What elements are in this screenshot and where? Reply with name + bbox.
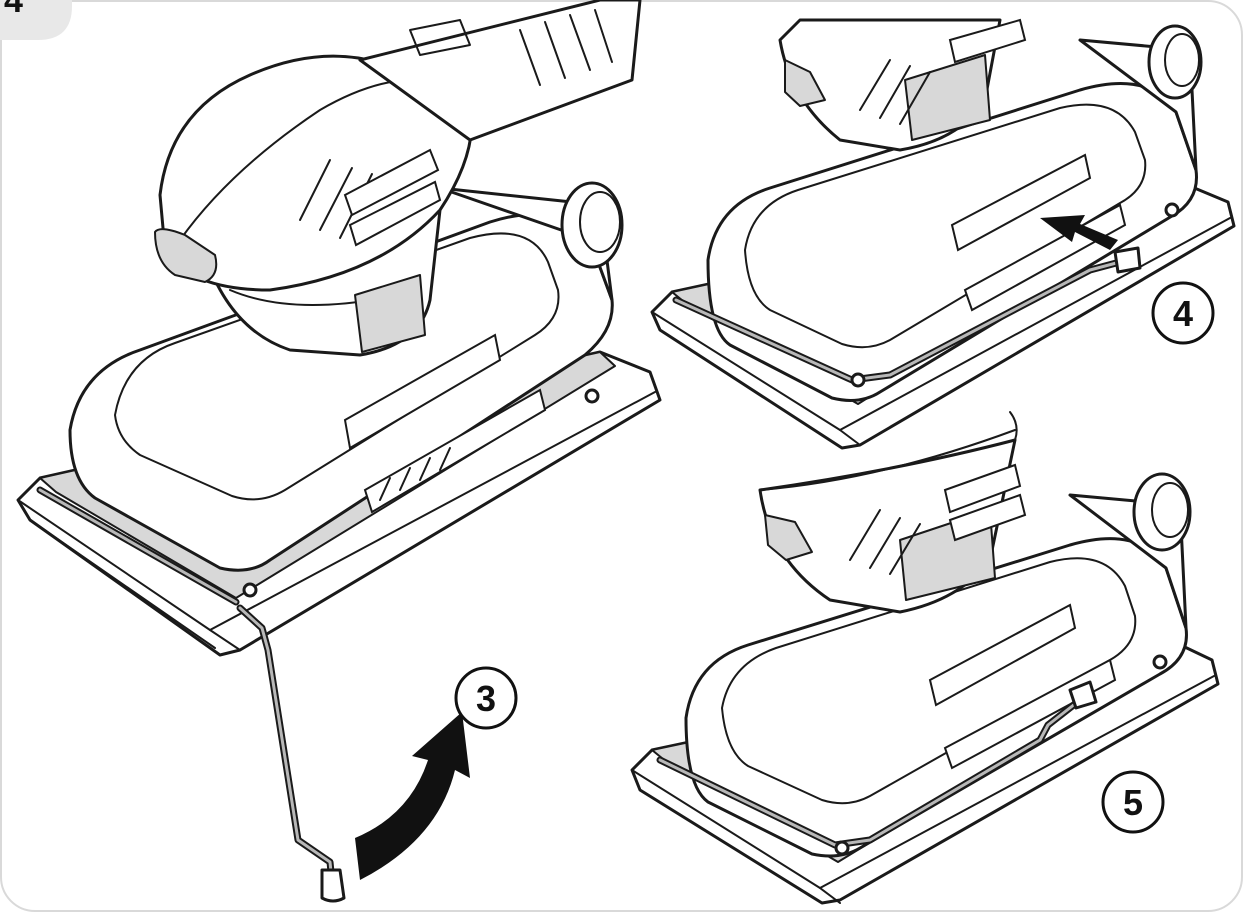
curved-arrow <box>355 712 470 880</box>
callout-label-4: 4 <box>1173 293 1193 334</box>
callout-label-3: 3 <box>476 678 496 719</box>
sander-top-right-illustration <box>650 18 1236 450</box>
step-tab-label: 4 <box>4 0 23 20</box>
step-tab: 4 <box>0 0 72 40</box>
push-arrow <box>1040 215 1118 250</box>
sander-bottom-right-illustration <box>630 411 1220 905</box>
callout-step-3: 3 <box>454 666 518 730</box>
callout-label-5: 5 <box>1123 782 1143 823</box>
sander-large-illustration <box>16 0 662 903</box>
callout-step-5: 5 <box>1101 770 1165 834</box>
callout-step-4: 4 <box>1151 281 1215 345</box>
